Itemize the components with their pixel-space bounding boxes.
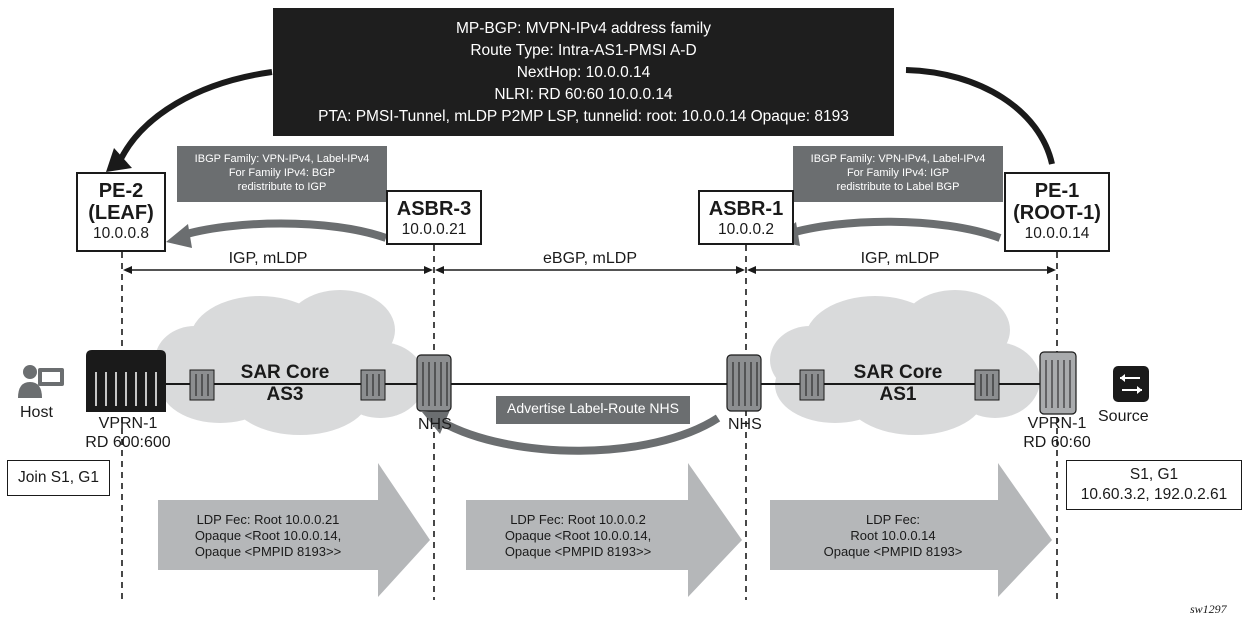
fec-middle-line: Opaque <Root 10.0.0.14,	[504, 528, 652, 543]
node-pe2: PE-2 (LEAF) 10.0.0.8	[76, 172, 166, 252]
vprn-left-line2: RD 600:600	[85, 434, 171, 451]
advertise-label: Advertise Label-Route NHS	[496, 396, 690, 424]
fec-arrow-right	[770, 463, 1052, 597]
vprn-left-label: VPRN-1 RD 600:600	[66, 414, 190, 452]
fec-right-text: LDP Fec: Root 10.0.0.14 Opaque <PMPID 81…	[788, 512, 998, 560]
fec-right-line: Opaque <PMPID 8193>	[823, 544, 963, 559]
banner-arrow-right	[905, 67, 1055, 165]
fec-right-line: Root 10.0.0.14	[850, 528, 936, 543]
fec-left-text: LDP Fec: Root 10.0.0.21 Opaque <Root 10.…	[163, 512, 373, 560]
node-asbr1-ip: 10.0.0.2	[717, 221, 775, 238]
nhs-label-right: NHS	[728, 416, 762, 433]
join-box: Join S1, G1	[7, 460, 110, 496]
span-arrowheads	[123, 266, 1056, 274]
fec-middle-line: LDP Fec: Root 10.0.0.2	[510, 512, 646, 527]
router-asbr3-icon	[416, 354, 452, 412]
banner-arrow-left	[115, 69, 273, 167]
ibgp-box-right: IBGP Family: VPN-IPv4, Label-IPv4 For Fa…	[793, 146, 1003, 202]
cloud-as3	[155, 290, 425, 435]
ibgp-right-line: IBGP Family: VPN-IPv4, Label-IPv4	[810, 153, 986, 165]
banner-line: Route Type: Intra-AS1-PMSI A-D	[470, 42, 697, 59]
ibgp-left-line: IBGP Family: VPN-IPv4, Label-IPv4	[194, 153, 370, 165]
node-asbr3-ip: 10.0.0.21	[401, 221, 467, 238]
grey-arrow-asbr3-to-pe2-head	[166, 224, 192, 248]
nhs-label-left: NHS	[418, 416, 452, 433]
ibgp-right-line: redistribute to Label BGP	[836, 181, 960, 193]
banner-line: NLRI: RD 60:60 10.0.0.14	[494, 86, 673, 103]
node-asbr1: ASBR-1 10.0.0.2	[698, 190, 794, 245]
segment-label-left: IGP, mLDP	[228, 250, 308, 267]
router-pe2-icon	[86, 350, 166, 412]
fec-middle-text: LDP Fec: Root 10.0.0.2 Opaque <Root 10.0…	[473, 512, 683, 560]
fec-left-line: LDP Fec: Root 10.0.0.21	[196, 512, 340, 527]
router-core-as3-a-icon	[189, 369, 215, 401]
cloud-as1	[770, 290, 1040, 435]
cloud-as3-line1: SAR Core	[240, 362, 330, 383]
grey-arrow-pe1-to-asbr1	[786, 217, 1002, 242]
node-pe2-role: (LEAF)	[88, 202, 154, 224]
banner-line: NextHop: 10.0.0.14	[516, 64, 651, 81]
ibgp-right-line: For Family IPv4: IGP	[846, 167, 950, 179]
node-pe1-name: PE-1	[1034, 180, 1080, 202]
node-asbr1-name: ASBR-1	[708, 198, 784, 220]
cloud-as1-line2: AS1	[879, 384, 917, 405]
vprn-right-label: VPRN-1 RD 60:60	[1012, 414, 1102, 452]
grey-arrow-advertise	[440, 414, 721, 455]
fec-left-line: Opaque <PMPID 8193>>	[194, 544, 342, 559]
host-icon	[18, 365, 64, 398]
banner-arrow-left-head	[106, 148, 132, 172]
router-core-as1-a-icon	[799, 369, 825, 401]
fec-arrow-left	[158, 463, 430, 597]
sg-line2: 10.60.3.2, 192.0.2.61	[1080, 486, 1228, 503]
fec-arrows	[158, 463, 1052, 597]
segment-label-right: IGP, mLDP	[860, 250, 940, 267]
fec-left-line: Opaque <Root 10.0.0.14,	[194, 528, 342, 543]
grey-arrow-advertise-head	[422, 410, 450, 434]
cloud-as1-label: SAR Core AS1	[838, 362, 958, 406]
cloud-as3-line2: AS3	[266, 384, 304, 405]
router-core-as1-b-icon	[974, 369, 1000, 401]
fec-arrow-middle	[466, 463, 742, 597]
node-pe2-name: PE-2	[98, 180, 144, 202]
sg-box: S1, G1 10.60.3.2, 192.0.2.61	[1066, 460, 1242, 510]
node-pe1-ip: 10.0.0.14	[1024, 225, 1090, 242]
node-pe1-role: (ROOT-1)	[1013, 202, 1101, 224]
ibgp-left-line: For Family IPv4: BGP	[228, 167, 336, 179]
vprn-left-line1: VPRN-1	[98, 415, 158, 432]
cloud-as1-line1: SAR Core	[853, 362, 943, 383]
ibgp-box-left: IBGP Family: VPN-IPv4, Label-IPv4 For Fa…	[177, 146, 387, 202]
figure-id: sw1297	[1190, 602, 1227, 616]
banner-line: MP-BGP: MVPN-IPv4 address family	[456, 20, 711, 37]
vprn-right-line1: VPRN-1	[1027, 415, 1087, 432]
grey-arrow-asbr3-to-pe2	[178, 219, 388, 242]
node-asbr3: ASBR-3 10.0.0.21	[386, 190, 482, 245]
cloud-as3-label: SAR Core AS3	[225, 362, 345, 406]
fec-right-line: LDP Fec:	[866, 512, 920, 527]
node-pe2-ip: 10.0.0.8	[92, 225, 150, 242]
router-core-as3-b-icon	[360, 369, 386, 401]
sg-line1: S1, G1	[1129, 466, 1179, 483]
segment-label-middle: eBGP, mLDP	[543, 250, 637, 267]
node-pe1: PE-1 (ROOT-1) 10.0.0.14	[1004, 172, 1110, 252]
ibgp-left-line: redistribute to IGP	[237, 181, 327, 193]
fec-middle-line: Opaque <PMPID 8193>>	[504, 544, 652, 559]
router-asbr1-icon	[726, 354, 762, 412]
router-pe1-icon	[1039, 351, 1077, 415]
source-label: Source	[1098, 408, 1149, 425]
mpbgp-route-banner: MP-BGP: MVPN-IPv4 address family Route T…	[273, 8, 894, 136]
source-icon	[1113, 366, 1149, 402]
banner-line: PTA: PMSI-Tunnel, mLDP P2MP LSP, tunneli…	[318, 108, 849, 125]
vprn-right-line2: RD 60:60	[1023, 434, 1091, 451]
node-asbr3-name: ASBR-3	[396, 198, 472, 220]
host-label: Host	[20, 404, 53, 421]
